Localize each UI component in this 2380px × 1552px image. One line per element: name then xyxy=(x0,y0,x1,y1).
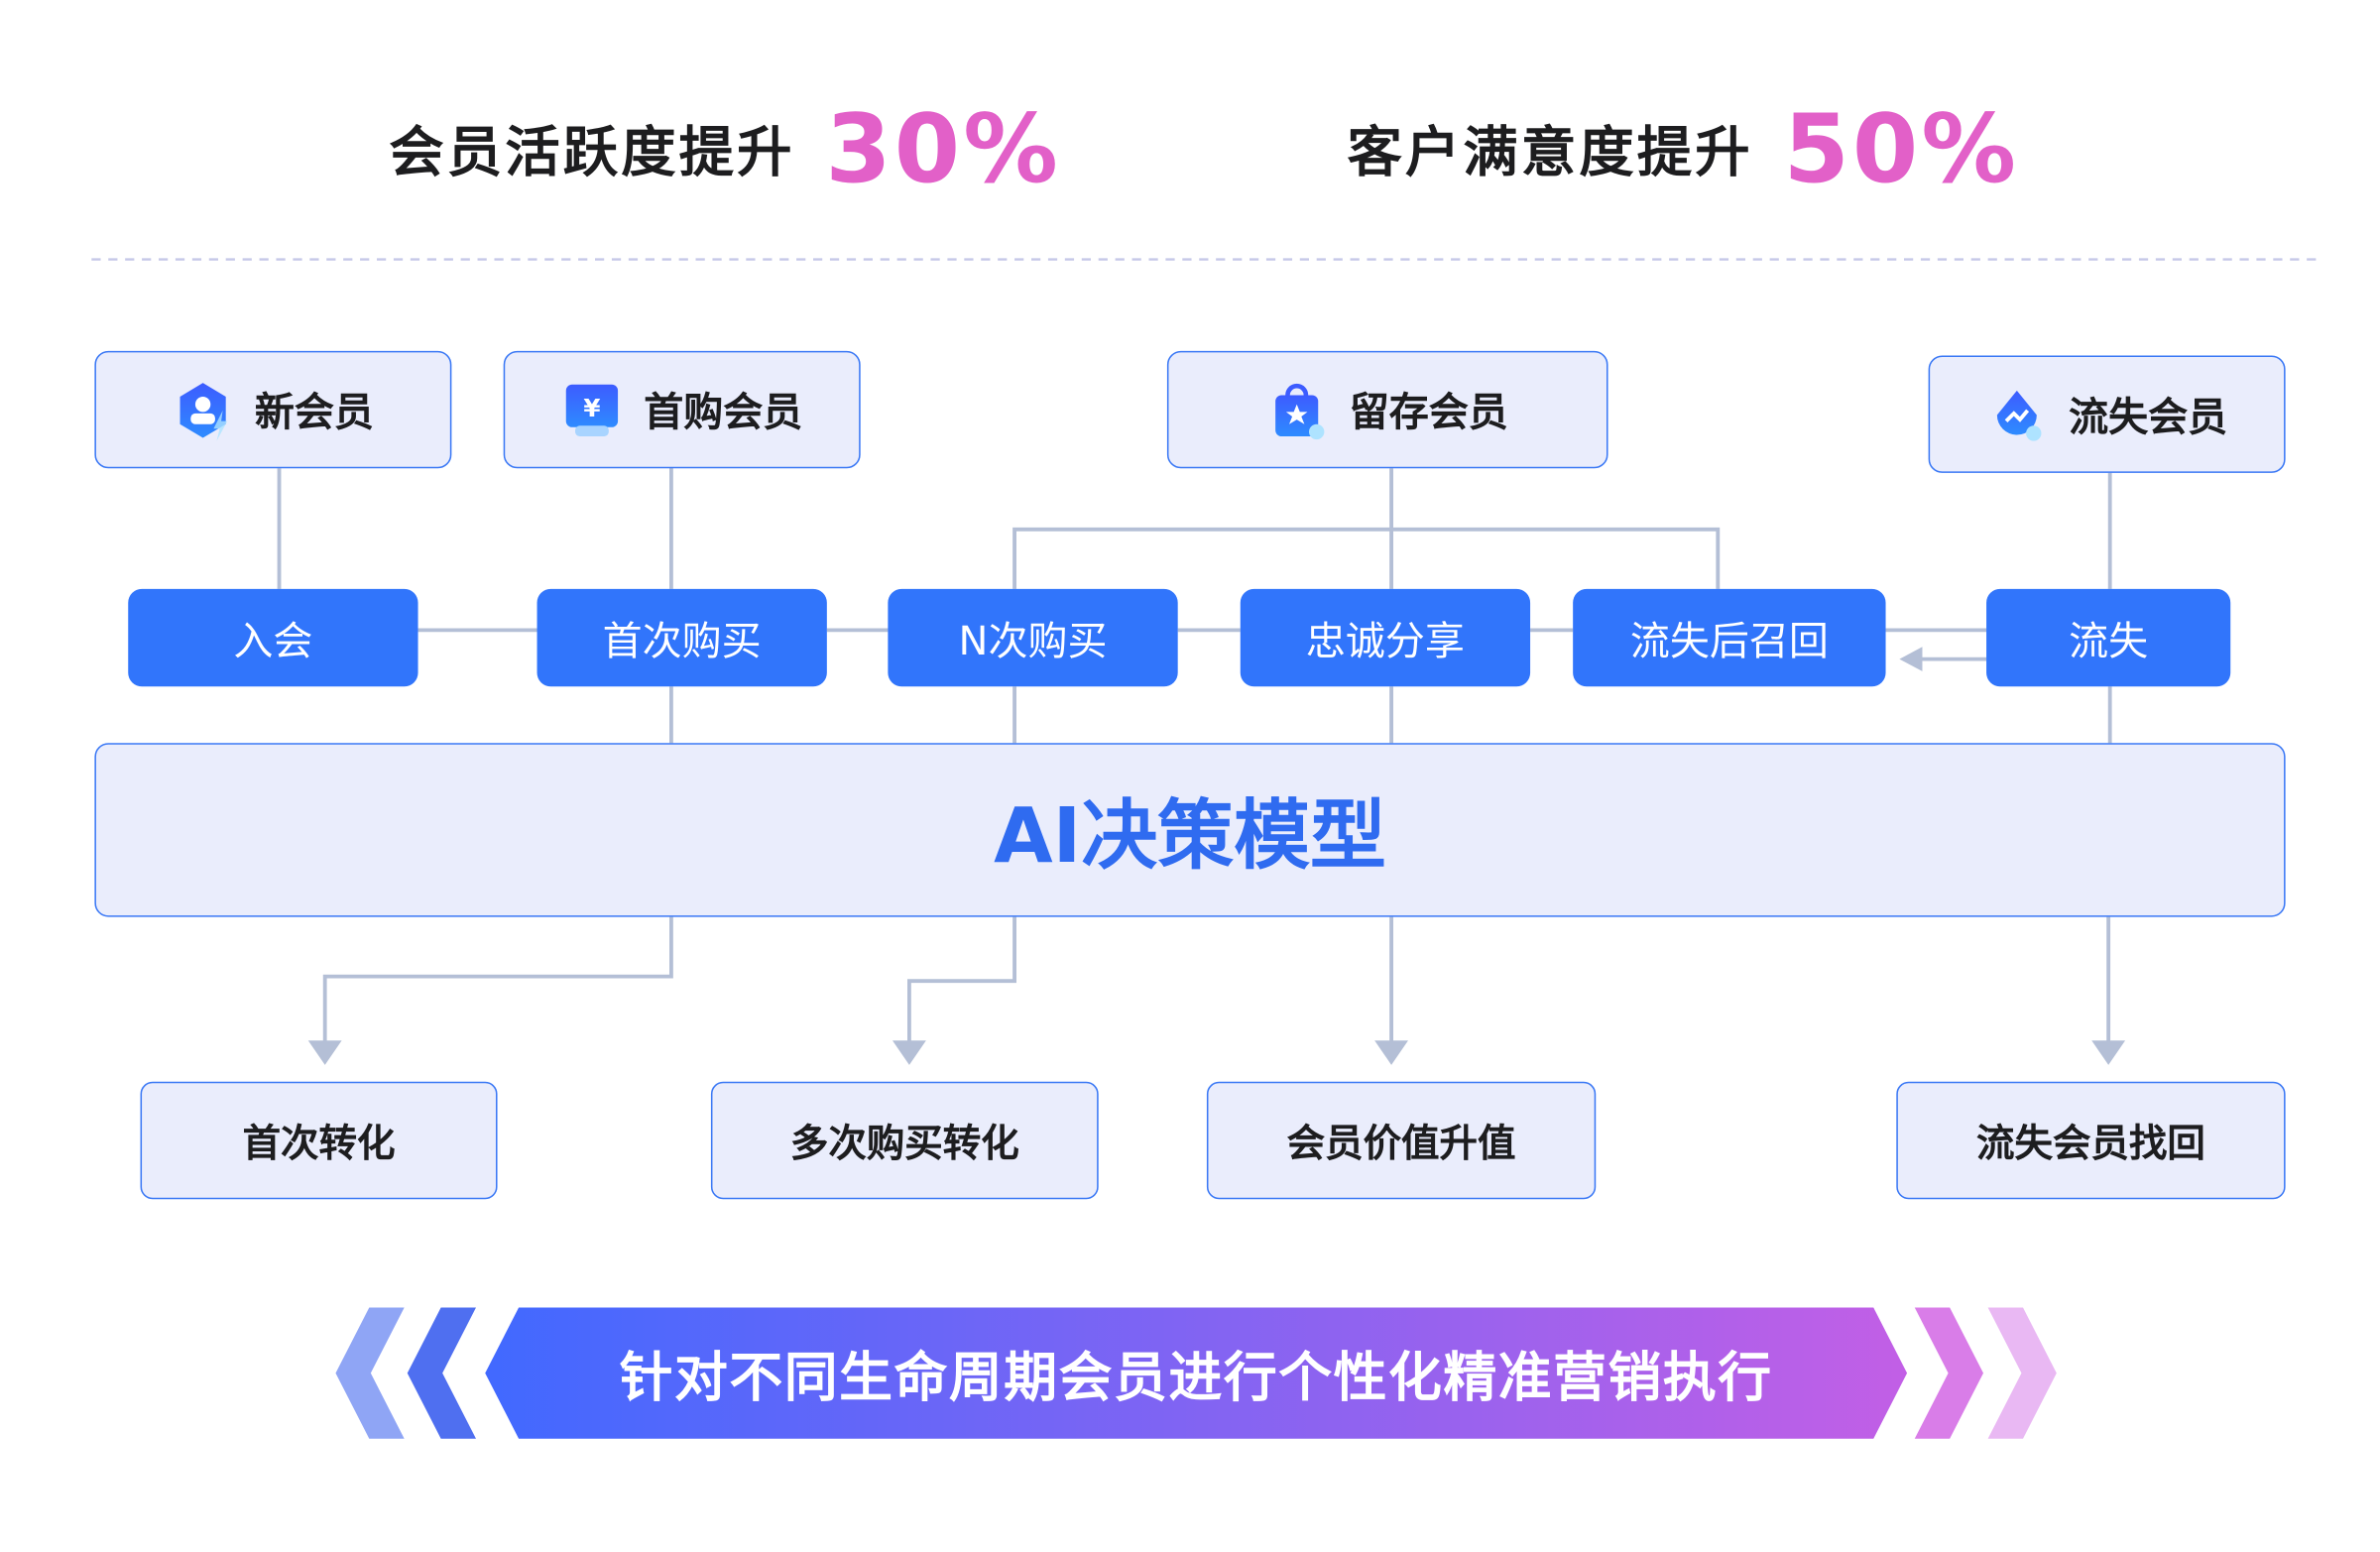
arrowheads xyxy=(307,647,2126,1065)
step-join: 入会 xyxy=(128,588,418,687)
segment-label: 留存会员 xyxy=(1349,390,1508,436)
outcome-first-conversion: 首次转化 xyxy=(140,1081,498,1200)
segment-label: 新会员 xyxy=(254,390,374,436)
svg-text:¥: ¥ xyxy=(583,393,600,421)
kpi-label: 客户满意度提升 xyxy=(1347,122,1753,185)
segment-churned: 流失会员 xyxy=(1928,355,2286,473)
kpi-satisfaction: 客户满意度提升 50% xyxy=(1347,92,2020,204)
segment-new-member: 新会员 xyxy=(94,350,452,469)
step-repeat-purchase: N次购买 xyxy=(888,588,1178,687)
outcome-churn-recovery: 流失会员找回 xyxy=(1896,1081,2286,1200)
shopping-bag-star-icon xyxy=(1275,383,1326,439)
step-winback: 流失后召回 xyxy=(1573,588,1886,687)
user-shield-icon xyxy=(179,382,228,440)
segment-label: 首购会员 xyxy=(644,390,803,436)
outcome-repeat-conversion: 多次购买转化 xyxy=(710,1081,1099,1200)
kpi-label: 会员活跃度提升 xyxy=(389,122,795,185)
yuan-card-icon: ¥ xyxy=(565,383,619,436)
step-first-purchase: 首次购买 xyxy=(536,588,827,687)
chevron-left-icon xyxy=(335,1307,405,1439)
chevron-right-icon xyxy=(1987,1307,2057,1439)
step-loyalty-share: 忠诚分享 xyxy=(1240,588,1531,687)
kpi-activity: 会员活跃度提升 30% xyxy=(389,92,1061,204)
ai-decision-model: AI决策模型 xyxy=(94,743,2286,917)
banner-shape xyxy=(485,1307,1908,1439)
outcome-value-growth: 会员价值升值 xyxy=(1206,1081,1597,1200)
segment-first-purchase: ¥ 首购会员 xyxy=(503,350,861,469)
kpi-value: 50% xyxy=(1783,92,2020,204)
banner-text: 针对不同生命周期会员进行个性化精准营销执行 xyxy=(619,1348,1773,1409)
connector-lines xyxy=(277,442,2112,1044)
kpi-value: 30% xyxy=(825,92,1061,204)
segment-retained: 留存会员 xyxy=(1166,350,1608,469)
trend-drop-icon xyxy=(1996,390,2042,440)
segment-label: 流失会员 xyxy=(2069,395,2228,441)
step-churn: 流失 xyxy=(1986,588,2231,687)
chevron-left-icon xyxy=(407,1307,476,1439)
chevron-right-icon xyxy=(1914,1307,1983,1439)
